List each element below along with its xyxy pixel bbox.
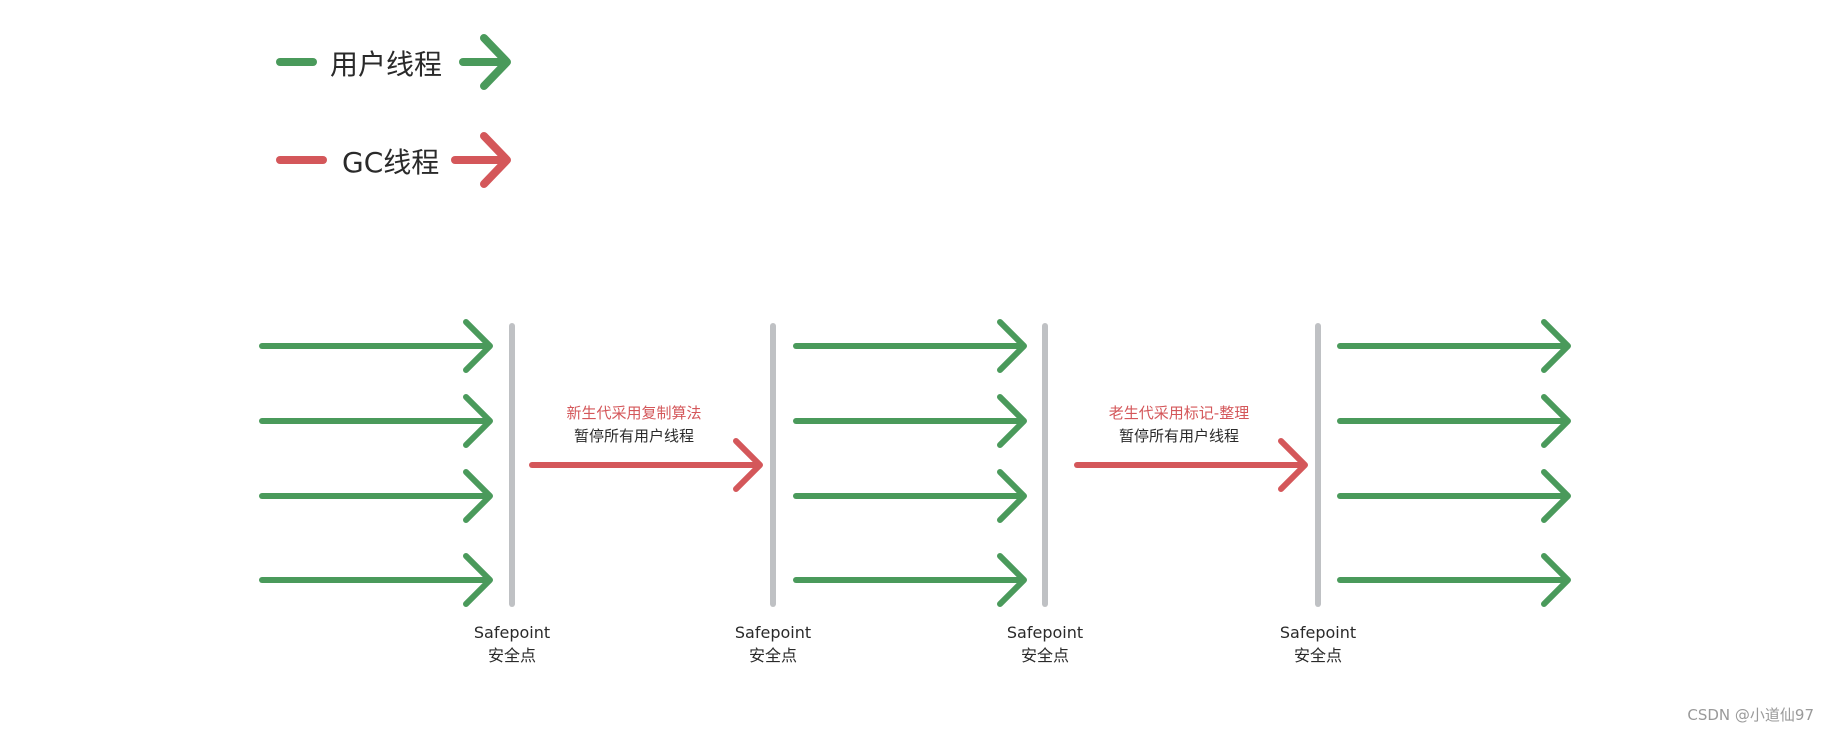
gc-thread-arrow-icon	[529, 438, 763, 492]
safepoint-1-label-en: Safepoint	[474, 623, 550, 642]
legend-user-thread: 用户线程	[276, 34, 511, 90]
user-thread-arrow-icon	[259, 469, 493, 523]
gc-phase-1-subtitle: 暂停所有用户线程	[574, 427, 694, 445]
legend-user-arrow-icon	[459, 34, 511, 90]
user-thread-group-3	[1337, 319, 1571, 607]
user-thread-arrow-icon	[793, 553, 1027, 607]
legend-user-label: 用户线程	[330, 48, 442, 81]
gc-phase-2: 老生代采用标记-整理 暂停所有用户线程	[1074, 404, 1308, 492]
safepoint-3-label-zh: 安全点	[1021, 646, 1069, 665]
legend-gc-thread: GC线程	[276, 132, 511, 188]
user-thread-arrow-icon	[259, 394, 493, 448]
gc-phase-1-title: 新生代采用复制算法	[566, 404, 701, 422]
legend-gc-label: GC线程	[342, 146, 439, 179]
user-thread-arrow-icon	[259, 553, 493, 607]
user-thread-arrow-icon	[793, 394, 1027, 448]
user-thread-arrow-icon	[793, 469, 1027, 523]
user-thread-arrow-icon	[1337, 553, 1571, 607]
gc-phase-2-title: 老生代采用标记-整理	[1109, 404, 1249, 422]
user-thread-arrow-icon	[1337, 394, 1571, 448]
user-thread-arrow-icon	[1337, 319, 1571, 373]
user-thread-group-2	[793, 319, 1027, 607]
user-thread-group-1	[259, 319, 493, 607]
legend: 用户线程 GC线程	[276, 34, 511, 188]
safepoint-4-label-en: Safepoint	[1280, 623, 1356, 642]
safepoint-2-label-zh: 安全点	[749, 646, 797, 665]
safepoint-4-label-zh: 安全点	[1294, 646, 1342, 665]
safepoint-1-label-zh: 安全点	[488, 646, 536, 665]
safepoint-labels: Safepoint 安全点 Safepoint 安全点 Safepoint 安全…	[474, 623, 1356, 665]
safepoint-3-label-en: Safepoint	[1007, 623, 1083, 642]
gc-phase-1: 新生代采用复制算法 暂停所有用户线程	[529, 404, 763, 492]
safepoint-2-label-en: Safepoint	[735, 623, 811, 642]
user-thread-arrow-icon	[1337, 469, 1571, 523]
user-thread-arrow-icon	[793, 319, 1027, 373]
gc-phase-2-subtitle: 暂停所有用户线程	[1119, 427, 1239, 445]
safepoint-lines	[509, 323, 1321, 607]
user-thread-arrow-icon	[259, 319, 493, 373]
gc-thread-arrow-icon	[1074, 438, 1308, 492]
watermark: CSDN @小道仙97	[1687, 706, 1814, 724]
legend-gc-arrow-icon	[451, 132, 511, 188]
